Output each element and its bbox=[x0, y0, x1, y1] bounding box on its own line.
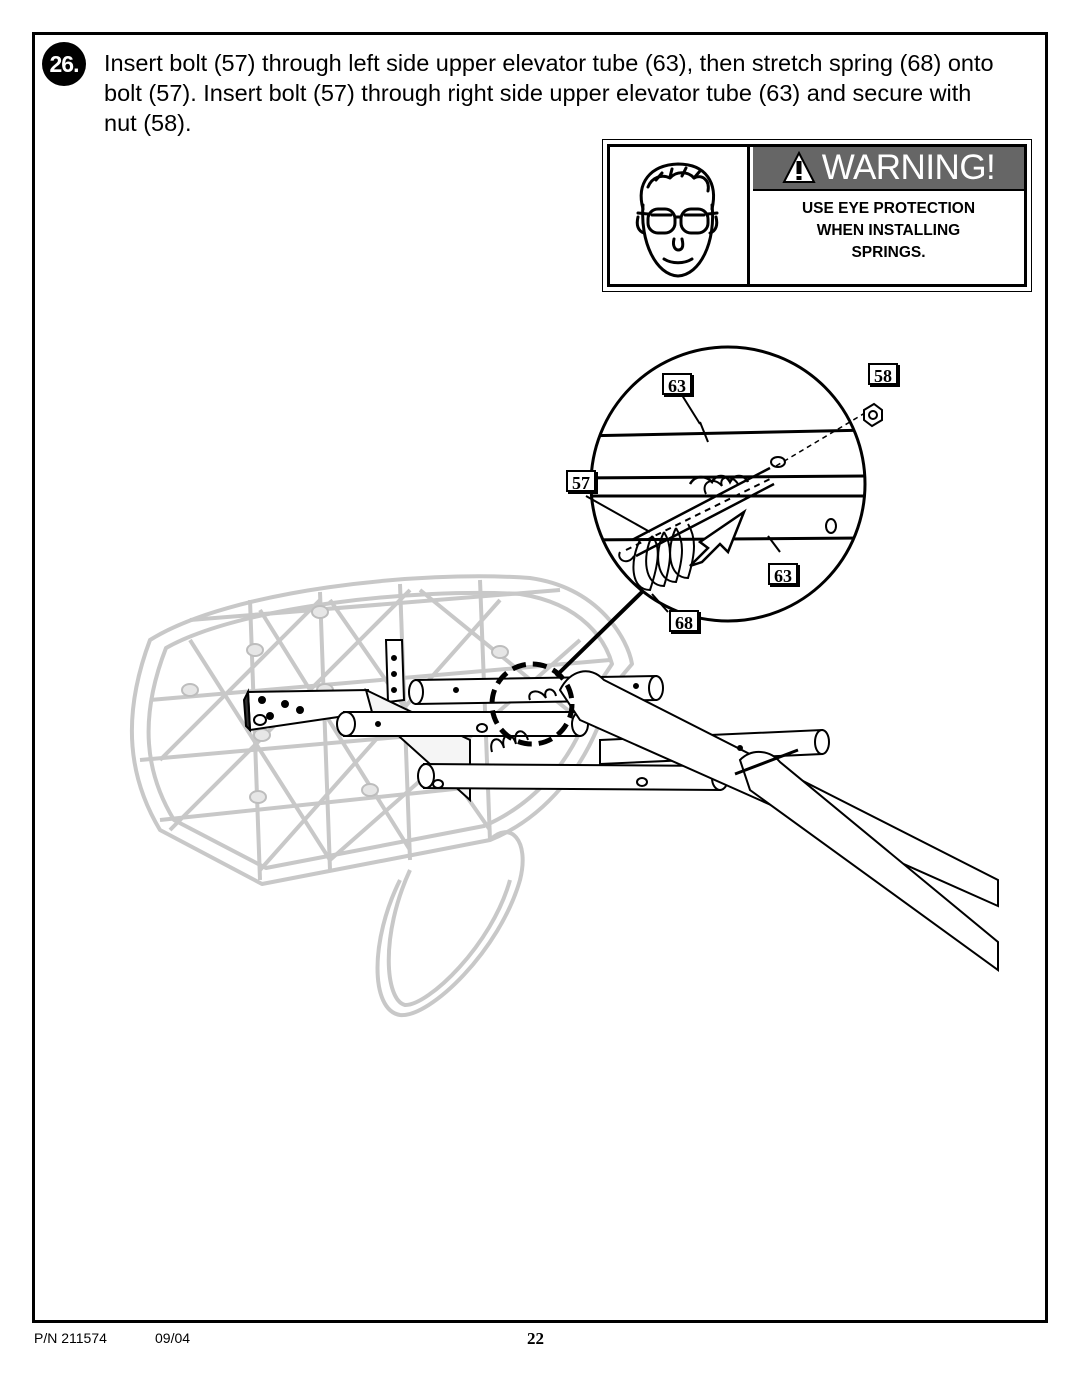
warning-title: WARNING! bbox=[821, 148, 996, 187]
nut-icon bbox=[863, 402, 883, 428]
warning-box-outer bbox=[602, 139, 1032, 292]
warning-line: SPRINGS. bbox=[851, 244, 926, 261]
callout-nut: 58 bbox=[868, 363, 898, 386]
warning-box bbox=[607, 144, 1027, 287]
detail-highlight-circle bbox=[489, 661, 575, 747]
part-number: P/N 211574 bbox=[34, 1330, 107, 1346]
warning-triangle-icon bbox=[782, 151, 816, 183]
callout-bolt: 57 bbox=[566, 470, 596, 493]
zoom-detail-illustration bbox=[585, 345, 883, 623]
warning-message: USE EYE PROTECTION WHEN INSTALLING SPRIN… bbox=[753, 198, 1024, 264]
warning-line: WHEN INSTALLING bbox=[816, 222, 961, 239]
face-with-goggles-icon bbox=[635, 162, 719, 278]
page-number: 22 bbox=[527, 1329, 544, 1348]
callout-upper-tube: 63 bbox=[662, 373, 692, 396]
warning-line: USE EYE PROTECTION bbox=[801, 200, 976, 217]
step-instruction: Insert bolt (57) through left side upper… bbox=[104, 50, 994, 136]
step-number-badge: 26. bbox=[42, 42, 86, 86]
page-border bbox=[32, 32, 1048, 1323]
backboard-illustration bbox=[129, 574, 634, 1018]
revision-date: 09/04 bbox=[155, 1330, 191, 1346]
callout-lower-tube: 63 bbox=[768, 563, 798, 586]
callout-spring: 68 bbox=[669, 610, 699, 633]
detail-leader-line bbox=[554, 588, 646, 678]
warning-header: WARNING! bbox=[753, 147, 1024, 191]
eye-protection-illustration bbox=[610, 147, 750, 284]
elevator-tubes-illustration bbox=[336, 670, 999, 972]
